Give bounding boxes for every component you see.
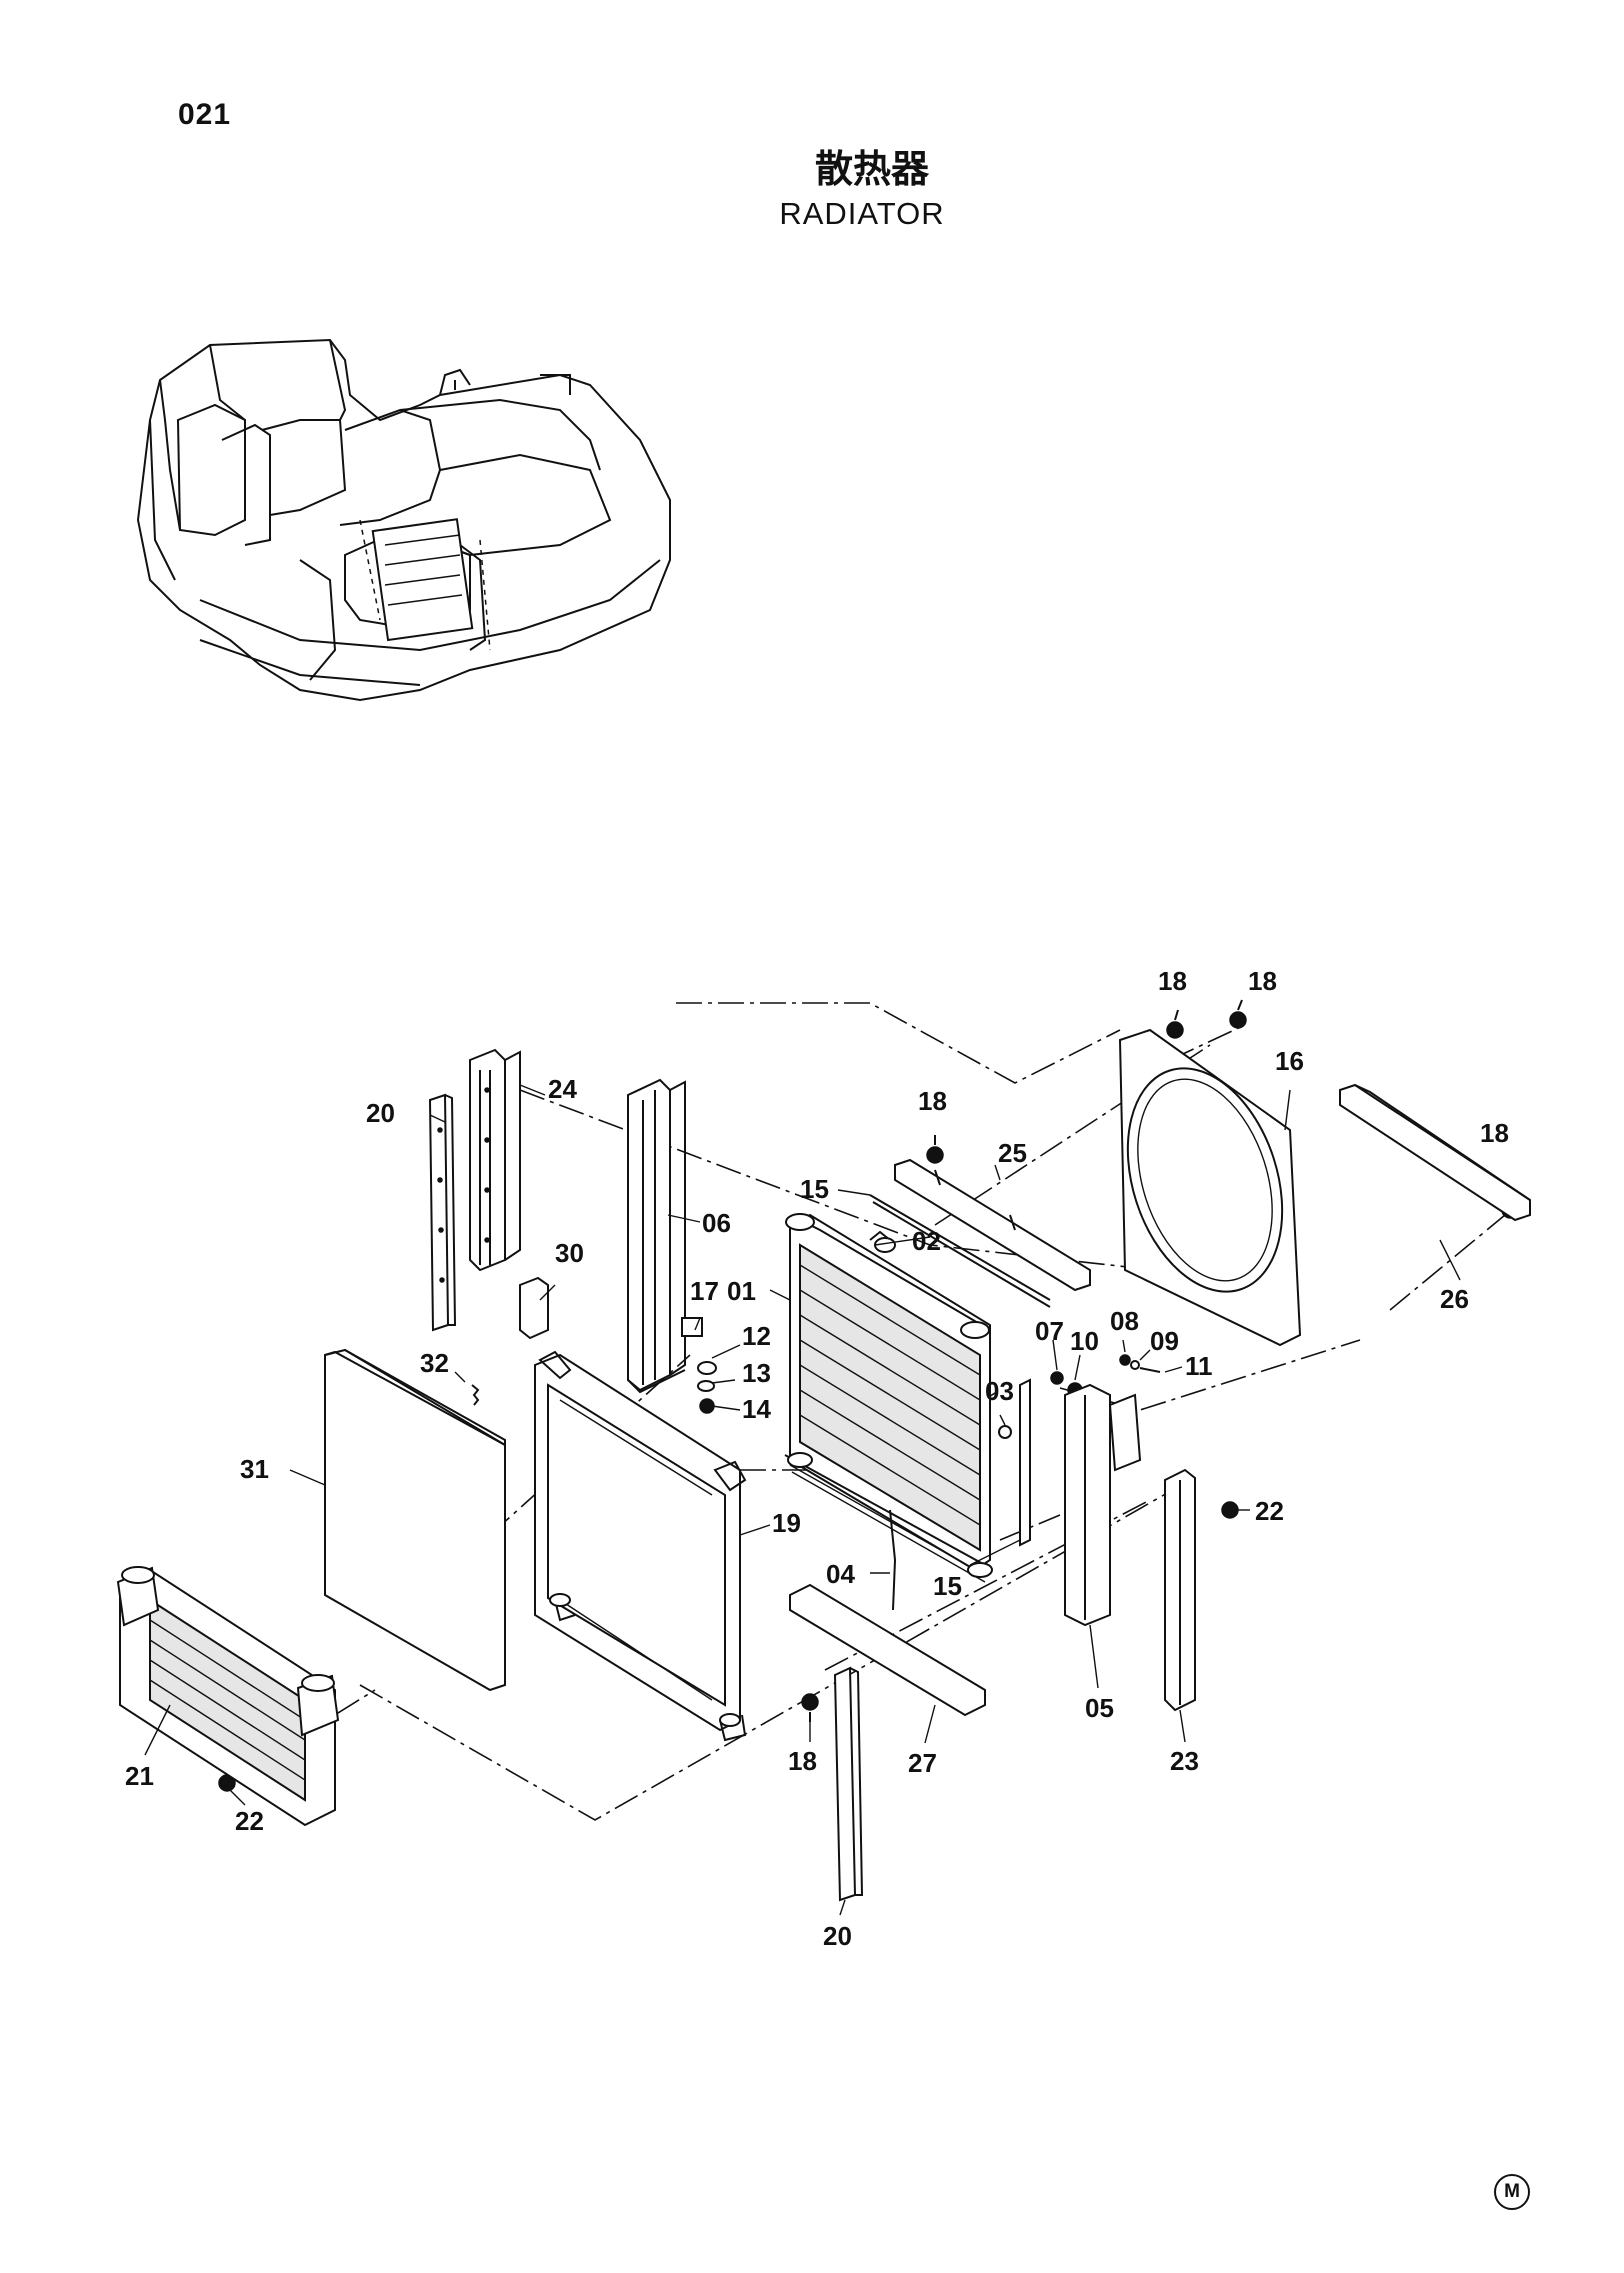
part-06-side-bracket — [627, 1078, 686, 1394]
part-20-strip-upper — [428, 1093, 457, 1332]
part-25-top-bracket — [894, 1158, 1091, 1292]
part-04-hose — [889, 1509, 897, 1611]
title-chinese: 散热器 — [814, 149, 929, 191]
callout-18-b: 18 — [1158, 966, 1187, 996]
callout-18-a: 18 — [918, 1086, 947, 1116]
callout-06: 06 — [702, 1208, 731, 1238]
callout-21: 21 — [125, 1761, 154, 1791]
callout-26: 26 — [1440, 1284, 1469, 1314]
callout-labels: 24 20 30 06 17 01 12 13 14 32 31 19 02 1… — [125, 966, 1509, 1951]
part-12-washer — [697, 1361, 717, 1375]
part-26-long-bracket — [1339, 1083, 1531, 1222]
callout-22-right: 22 — [1255, 1496, 1284, 1526]
part-15-rod-lower — [1019, 1378, 1031, 1547]
callout-31: 31 — [240, 1454, 269, 1484]
part-09-washer — [1130, 1360, 1140, 1370]
callout-08: 08 — [1110, 1306, 1139, 1336]
part-03-plug — [998, 1425, 1012, 1439]
callout-16: 16 — [1275, 1046, 1304, 1076]
callout-20-lower: 20 — [823, 1921, 852, 1951]
part-17-block — [681, 1317, 703, 1337]
callout-14: 14 — [742, 1394, 771, 1424]
part-21-oil-cooler — [116, 1566, 340, 1827]
part-11-bolt — [1139, 1367, 1161, 1373]
title-english: RADIATOR — [779, 196, 945, 231]
callout-04: 04 — [826, 1559, 855, 1589]
part-16-fan-shroud — [1118, 1028, 1302, 1347]
part-07-nut — [1050, 1371, 1064, 1385]
callout-10: 10 — [1070, 1326, 1099, 1356]
callout-15-lower: 15 — [933, 1571, 962, 1601]
callout-22-left: 22 — [235, 1806, 264, 1836]
callout-32: 32 — [420, 1348, 449, 1378]
callout-17: 17 — [690, 1276, 719, 1306]
part-19-frame — [534, 1350, 747, 1742]
part-31-cover-plate — [324, 1348, 506, 1692]
callout-01: 01 — [727, 1276, 756, 1306]
callout-18-c: 18 — [1248, 966, 1277, 996]
callout-19: 19 — [772, 1508, 801, 1538]
callout-09: 09 — [1150, 1326, 1179, 1356]
callout-11: 11 — [1185, 1351, 1213, 1381]
part-22-plug-right — [1221, 1501, 1239, 1519]
callout-25: 25 — [998, 1138, 1027, 1168]
callout-15-upper: 15 — [800, 1174, 829, 1204]
part-20-strip-lower — [833, 1666, 864, 1902]
callout-03: 03 — [985, 1376, 1014, 1406]
callout-13: 13 — [742, 1358, 771, 1388]
callout-20-upper: 20 — [366, 1098, 395, 1128]
callout-12: 12 — [742, 1321, 771, 1351]
callout-23: 23 — [1170, 1746, 1199, 1776]
part-01-radiator-core — [784, 1213, 993, 1583]
part-15-rod-upper — [869, 1194, 1051, 1308]
part-27-lower-bar — [789, 1583, 986, 1717]
callout-24: 24 — [548, 1074, 577, 1104]
page-number: 021 — [178, 98, 232, 131]
callout-27: 27 — [908, 1748, 937, 1778]
part-30-block — [519, 1276, 549, 1340]
circled-m-icon: M — [1494, 2174, 1530, 2210]
excavator-overview-icon — [136, 338, 671, 702]
part-32-screw — [471, 1384, 480, 1406]
leader-lines — [144, 1084, 1461, 1916]
callout-07: 07 — [1035, 1316, 1064, 1346]
part-14-nut — [699, 1398, 715, 1414]
callout-18-e: 18 — [788, 1746, 817, 1776]
callout-05: 05 — [1085, 1693, 1114, 1723]
part-08-washer — [1119, 1354, 1131, 1366]
part-23-right-strip — [1164, 1468, 1196, 1712]
part-05-side-plate — [1064, 1383, 1142, 1627]
callout-02: 02 — [912, 1226, 941, 1256]
callout-18-d: 18 — [1480, 1118, 1509, 1148]
part-24-bracket — [469, 1048, 521, 1272]
callout-30: 30 — [555, 1238, 584, 1268]
part-13-washer — [697, 1380, 715, 1392]
